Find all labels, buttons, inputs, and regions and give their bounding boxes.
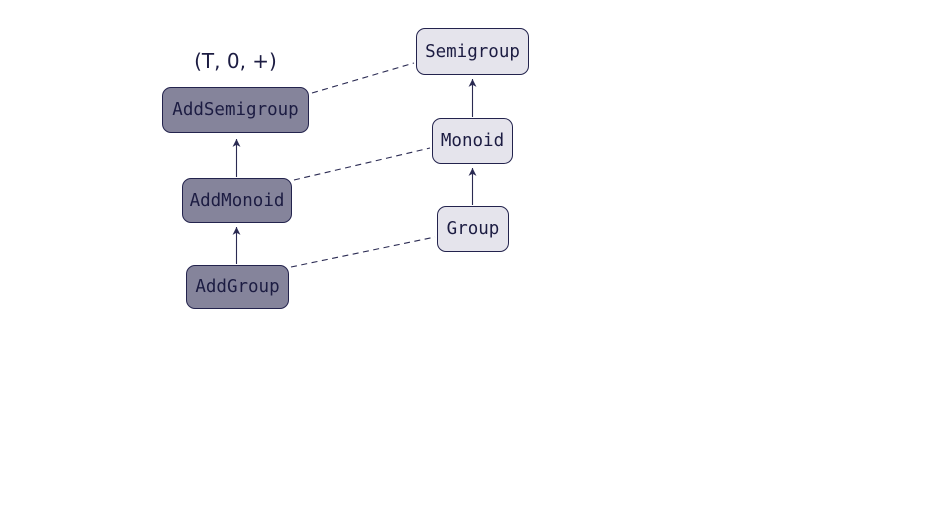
node-group-label: Group xyxy=(446,219,500,239)
additive-signature-label: (T, 0, +) xyxy=(194,49,277,73)
edge-addmonoid-corresponds-monoid xyxy=(293,147,431,181)
node-addmonoid-label: AddMonoid xyxy=(189,190,285,211)
edge-addsemigroup-corresponds-semigroup xyxy=(311,62,415,94)
node-addmonoid: AddMonoid xyxy=(182,178,292,223)
node-addgroup: AddGroup xyxy=(186,265,289,309)
node-addsemigroup: AddSemigroup xyxy=(162,87,309,133)
node-semigroup-label: Semigroup xyxy=(425,41,520,62)
node-semigroup: Semigroup xyxy=(416,28,529,75)
node-monoid: Monoid xyxy=(432,118,513,164)
node-group: Group xyxy=(437,206,509,252)
edge-addgroup-corresponds-group xyxy=(290,236,436,268)
node-addgroup-label: AddGroup xyxy=(195,277,280,297)
node-monoid-label: Monoid xyxy=(440,131,505,151)
node-addsemigroup-label: AddSemigroup xyxy=(172,100,299,120)
